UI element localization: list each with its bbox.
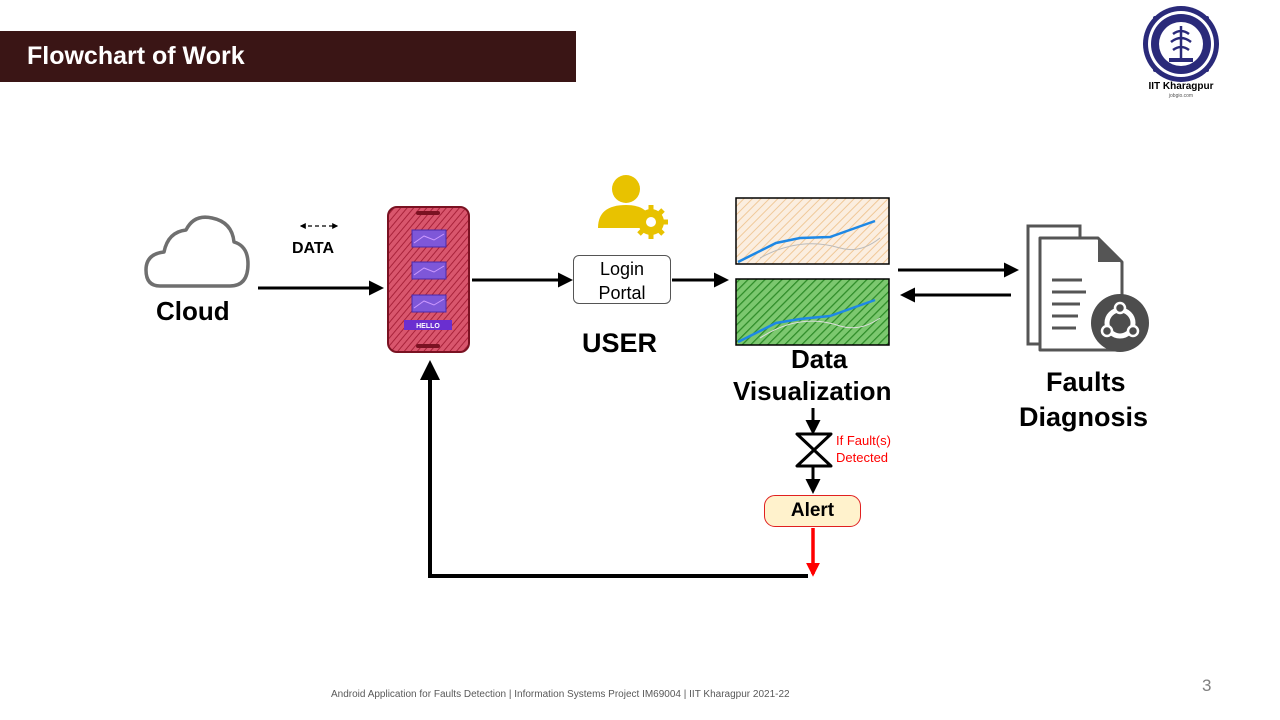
page-number: 3 xyxy=(1202,676,1212,695)
login-portal-box: Login Portal xyxy=(573,255,671,304)
fault-detected-note: If Fault(s) Detected xyxy=(836,432,891,466)
alert-box: Alert xyxy=(764,495,861,527)
feedback-arrow-to-phone xyxy=(420,360,808,578)
smartphone-icon xyxy=(387,206,470,353)
line-chart-icon-bottom xyxy=(735,278,890,346)
diagnosis-label-line1: Faults xyxy=(1046,367,1126,397)
user-gear-icon xyxy=(598,175,668,239)
data-label: DATA xyxy=(292,240,335,257)
cloud-label: Cloud xyxy=(156,296,230,326)
fault-valve-symbol xyxy=(795,432,833,468)
documents-gear-icon xyxy=(1026,224,1149,352)
logo-caption: IIT Kharagpur xyxy=(1148,81,1214,92)
login-portal-line2: Portal xyxy=(598,283,646,303)
slide-footer: Android Application for Faults Detection… xyxy=(331,689,790,700)
diagnosis-label-line2: Diagnosis xyxy=(1019,402,1149,432)
visualization-label-line1: Data xyxy=(791,344,848,374)
fault-note-line2: Detected xyxy=(836,450,889,465)
fault-note-line1: If Fault(s) xyxy=(836,433,891,448)
cloud-icon xyxy=(144,215,250,288)
login-portal-line1: Login xyxy=(599,259,645,279)
slide-title: Flowchart of Work xyxy=(0,31,576,82)
logo-watermark-text: jobgio.com xyxy=(1168,93,1194,99)
phone-screen-text: HELLO xyxy=(416,323,440,330)
line-chart-icon-top xyxy=(735,197,890,265)
iit-kharagpur-logo xyxy=(1143,6,1219,82)
user-label: USER xyxy=(582,328,658,358)
visualization-label-line2: Visualization xyxy=(733,376,892,406)
